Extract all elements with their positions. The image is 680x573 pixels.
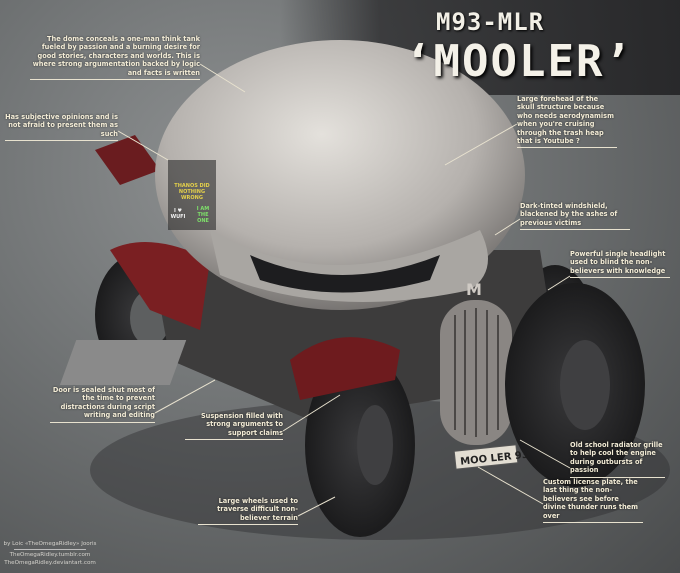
credits: by Loic «TheOmegaRidley» Jooris TheOmega…: [2, 540, 98, 567]
annotation-headlight: Powerful single headlight used to blind …: [570, 250, 670, 279]
annotation-radiator: Old school radiator grille to help cool …: [570, 441, 665, 478]
annotation-windshield: Dark-tinted windshield, blackened by the…: [520, 202, 630, 231]
grille-bars: [454, 308, 499, 437]
credit-divider: [14, 549, 86, 550]
annotation-license: Custom license plate, the last thing the…: [543, 478, 643, 524]
annotation-forehead: Large forehead of the skull structure be…: [517, 95, 617, 149]
windshield: [250, 255, 440, 293]
annotation-wheels: Large wheels used to traverse difficult …: [198, 497, 298, 526]
sticker-thanos: THANOS DID NOTHING WRONG: [174, 183, 210, 201]
sticker-wufi: I ♥ WUFI: [170, 208, 186, 220]
rear-spoiler: [95, 135, 160, 185]
credit-author: by Loic «TheOmegaRidley» Jooris: [3, 541, 97, 547]
dome: [155, 40, 525, 310]
credit-deviantart: TheOmegaRidley.deviantart.com: [4, 560, 96, 566]
fender-left: [110, 242, 210, 330]
vehicle-name: ‘MOOLER’: [405, 36, 633, 87]
annotation-door: Door is sealed shut most of the time to …: [50, 386, 155, 423]
annotation-opinions: Has subjective opinions and is not afrai…: [5, 113, 118, 142]
annotation-suspension: Suspension filled with strong arguments …: [185, 412, 283, 441]
callout-leaders: [117, 63, 571, 517]
hood-emblem: M: [466, 280, 482, 299]
sticker-panel: [168, 160, 216, 230]
hubcap-front-left: [357, 405, 393, 485]
hubcap-front-right: [560, 340, 610, 430]
door-step: [59, 340, 187, 385]
model-code: M93-MLR: [436, 8, 545, 36]
license-plate: [453, 444, 519, 470]
sticker-i-am-the-one: I AM THE ONE: [196, 206, 210, 224]
fender-front-left: [290, 337, 400, 400]
annotation-dome: The dome conceals a one-man think tank f…: [30, 35, 200, 81]
credit-tumblr: TheOmegaRidley.tumblr.com: [9, 552, 91, 558]
